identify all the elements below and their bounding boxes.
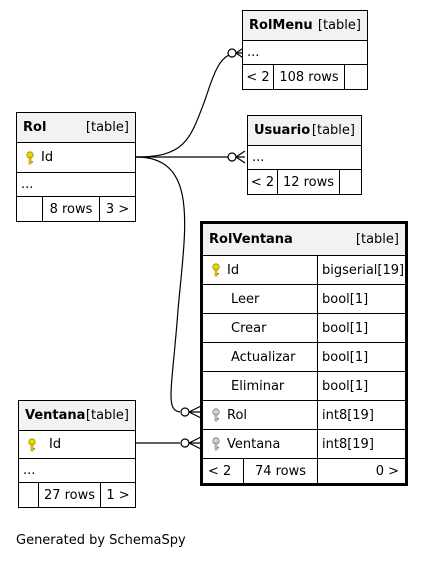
table-header: Usuario [table] (248, 116, 361, 146)
column-row: Rol int8[19] (203, 401, 405, 430)
cardinality-circle (227, 152, 237, 162)
row-count: 12 rows (278, 170, 340, 194)
ellipsis-row: ... (248, 146, 361, 170)
cardinality-circle (227, 48, 237, 58)
parents-count: < 2 (248, 170, 278, 194)
table-rolventana[interactable]: RolVentana [table] Id bigserial[19] Leer… (200, 221, 408, 486)
generator-credit: Generated by SchemaSpy (16, 533, 186, 548)
summary-row: 8 rows 3 > (17, 197, 135, 221)
ellipsis-row: ... (17, 173, 135, 197)
foreign-key-icon (211, 437, 221, 451)
cardinality-circle (180, 407, 190, 417)
table-kind: [table] (311, 123, 355, 138)
cardinality-circle (180, 438, 190, 448)
primary-key-icon (211, 263, 221, 277)
column-name: Eliminar (203, 372, 318, 400)
table-rolmenu[interactable]: RolMenu [table] ... < 2 108 rows (242, 10, 368, 90)
children-count (340, 170, 361, 194)
table-header: Rol [table] (17, 113, 135, 143)
parents-count: < 2 (243, 65, 274, 89)
table-name: RolVentana (209, 232, 293, 247)
parents-count (19, 483, 39, 507)
children-count (345, 65, 367, 89)
row-count: 8 rows (43, 197, 100, 221)
summary-row: < 2 74 rows 0 > (203, 459, 405, 483)
column-type: int8[19] (322, 436, 374, 452)
ellipsis: ... (252, 150, 265, 165)
ellipsis: ... (21, 177, 34, 192)
column-row: Crear bool[1] (203, 314, 405, 343)
column-type: bigserial[19] (322, 262, 405, 278)
summary-row: < 2 108 rows (243, 65, 367, 89)
ellipsis-row: ... (19, 459, 135, 483)
column-name: Leer (203, 285, 318, 313)
column-row: Leer bool[1] (203, 285, 405, 314)
column-type: int8[19] (322, 407, 374, 423)
table-ventana[interactable]: Ventana [table] Id ... 27 rows 1 > (18, 400, 136, 508)
children-count: 1 > (106, 487, 130, 503)
primary-key-icon (27, 437, 37, 452)
column-name: Rol (227, 407, 248, 423)
column-row: Ventana int8[19] (203, 430, 405, 459)
column-type: bool[1] (322, 378, 369, 394)
summary-row: < 2 12 rows (248, 170, 361, 194)
row-count: 74 rows (244, 459, 318, 483)
edge-rol-rolmenu (135, 52, 237, 158)
column-name: Actualizar (203, 343, 318, 371)
column-type: bool[1] (322, 291, 369, 307)
ellipsis-row: ... (243, 41, 367, 65)
column-name: Id (49, 437, 62, 452)
column-row: Id (17, 143, 135, 173)
table-name: Rol (23, 120, 47, 135)
column-type: bool[1] (322, 349, 369, 365)
ellipsis: ... (247, 45, 260, 60)
column-name: Ventana (227, 436, 281, 452)
table-rol[interactable]: Rol [table] Id ... 8 rows 3 > (16, 112, 136, 222)
column-row: Id bigserial[19] (203, 256, 405, 285)
table-name: RolMenu (249, 18, 313, 33)
column-row: Eliminar bool[1] (203, 372, 405, 401)
ellipsis: ... (23, 463, 36, 478)
edge-rol-rolventana (135, 156, 186, 413)
column-type: bool[1] (322, 320, 369, 336)
column-name: Crear (203, 314, 318, 342)
primary-key-icon (25, 150, 35, 165)
foreign-key-icon (211, 408, 221, 422)
table-kind: [table] (85, 120, 129, 135)
table-header: RolMenu [table] (243, 11, 367, 41)
column-name: Id (227, 262, 240, 278)
column-row: Id (19, 431, 135, 459)
parents-count: < 2 (203, 459, 244, 483)
column-name: Id (41, 150, 54, 165)
parents-count (17, 197, 43, 221)
row-count: 108 rows (274, 65, 345, 89)
table-header: Ventana [table] (19, 401, 135, 431)
table-kind: [table] (85, 408, 129, 423)
children-count: 3 > (105, 201, 130, 217)
children-count: 0 > (375, 463, 399, 479)
column-row: Actualizar bool[1] (203, 343, 405, 372)
table-header: RolVentana [table] (203, 224, 405, 256)
summary-row: 27 rows 1 > (19, 483, 135, 507)
table-name: Usuario (254, 123, 311, 138)
row-count: 27 rows (39, 483, 101, 507)
table-kind: [table] (355, 232, 399, 247)
table-kind: [table] (317, 18, 361, 33)
table-name: Ventana (25, 408, 86, 423)
table-usuario[interactable]: Usuario [table] ... < 2 12 rows (247, 115, 362, 195)
